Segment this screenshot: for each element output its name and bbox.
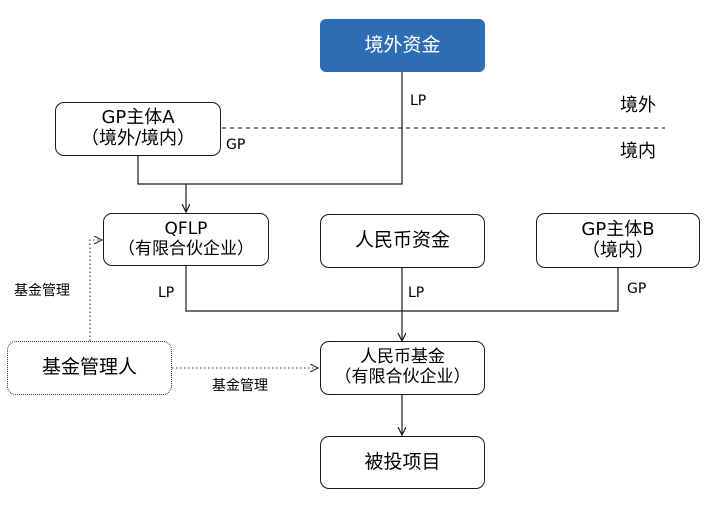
node-qflp: QFLP （有限合伙企业） <box>103 213 269 266</box>
edge-label-gp-b: GP <box>627 281 647 297</box>
node-rmb-fund-line1: 人民币基金 <box>360 347 445 368</box>
edge-label-mgmt-vertical: 基金管理 <box>14 283 70 299</box>
edge-label-lp-rmb: LP <box>408 285 425 301</box>
node-gp-a-line1: GP主体A <box>101 107 175 129</box>
node-target-project: 被投项目 <box>320 436 485 489</box>
edge-label-lp-offshore: LP <box>410 93 427 109</box>
edge-label-gp-a: GP <box>226 137 246 153</box>
node-qflp-line2: （有限合伙企业） <box>118 238 254 259</box>
node-rmb-funds-label: 人民币资金 <box>354 229 450 252</box>
edge-label-lp-qflp: LP <box>158 285 175 301</box>
edge-offshore-to-qflp <box>186 72 403 185</box>
node-rmb-funds: 人民币资金 <box>320 214 485 268</box>
edge-manager-to-qflp <box>89 240 102 341</box>
node-qflp-line1: QFLP <box>164 218 208 239</box>
region-onshore-label: 境内 <box>620 141 656 162</box>
node-fund-manager: 基金管理人 <box>7 341 172 395</box>
node-gp-b: GP主体B （境内） <box>536 213 700 268</box>
node-target-project-label: 被投项目 <box>364 450 441 473</box>
node-rmb-fund-line2: （有限合伙企业） <box>334 367 471 387</box>
node-gp-a: GP主体A （境外/境内） <box>55 102 221 156</box>
edge-gpa-to-qflp <box>137 156 186 185</box>
node-gp-b-line1: GP主体B <box>581 218 655 240</box>
node-offshore-funds-label: 境外资金 <box>364 33 441 56</box>
node-fund-manager-label: 基金管理人 <box>41 356 137 379</box>
node-rmb-fund: 人民币基金 （有限合伙企业） <box>320 341 485 395</box>
edge-label-mgmt-horizontal: 基金管理 <box>212 378 268 394</box>
region-offshore-label: 境外 <box>620 95 656 116</box>
node-gp-b-line2: （境内） <box>582 239 654 261</box>
node-gp-a-line2: （境外/境内） <box>80 128 196 149</box>
node-offshore-funds: 境外资金 <box>320 19 485 72</box>
